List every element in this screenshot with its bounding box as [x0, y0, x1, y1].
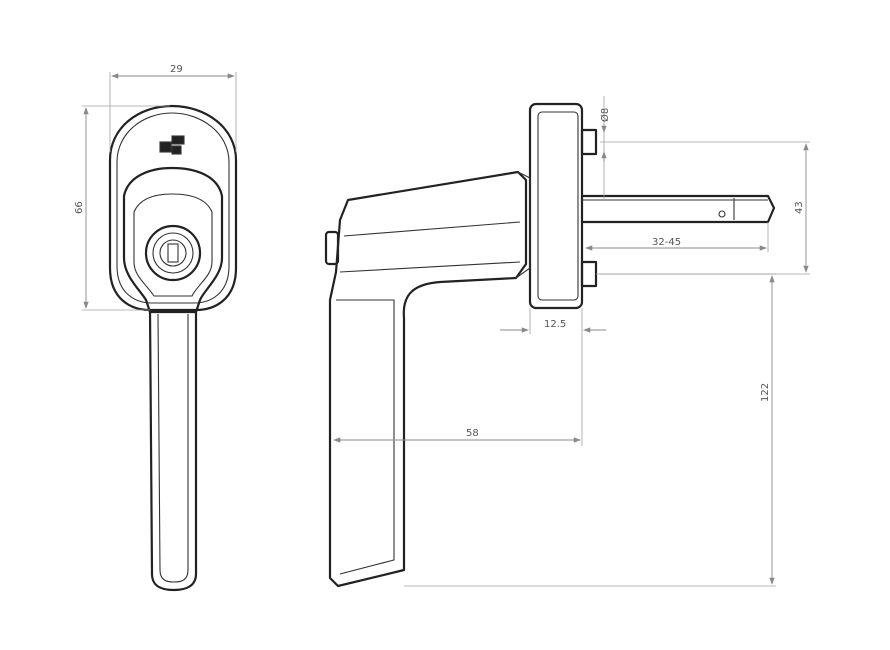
front-rosette-inner [116, 112, 230, 304]
front-lever [148, 308, 198, 592]
lock-cylinder-inner [159, 239, 187, 267]
spindle-length-dimension: 32-45 [585, 222, 769, 252]
total-height-label: 122 [760, 383, 771, 402]
lock-cylinder-outer [144, 224, 202, 282]
lock-cylinder-mid [152, 232, 194, 274]
front-height-dimension: 66 [74, 105, 170, 311]
screw-spacing-dimension: 43 [600, 141, 810, 275]
square-spindle [580, 194, 776, 224]
side-rosette-inner [537, 111, 579, 301]
brand-logo [159, 135, 185, 155]
key-slot [167, 243, 179, 263]
spindle-length-label: 32-45 [652, 237, 681, 248]
front-rosette-outline [108, 104, 238, 312]
front-handle-neck [122, 166, 224, 314]
side-view [324, 102, 776, 588]
side-width-label: 58 [466, 428, 479, 439]
front-width-dimension: 29 [109, 64, 237, 152]
front-lever-inner [157, 313, 189, 583]
bottom-screw [580, 260, 598, 288]
screw-spacing-label: 43 [794, 201, 805, 214]
side-handle-collar [515, 171, 531, 279]
front-width-label: 29 [170, 64, 183, 75]
rosette-depth-label: 12.5 [544, 319, 566, 330]
side-width-dimension: 58 [333, 334, 583, 446]
front-view [108, 104, 238, 592]
rosette-depth-dimension: 12.5 [500, 308, 606, 334]
spindle-diameter-label: Ø8 [599, 108, 611, 122]
front-height-label: 66 [74, 201, 85, 214]
spindle-diameter-dimension: Ø8 [599, 96, 611, 200]
side-handle-body [328, 170, 528, 588]
side-handle-inner [336, 221, 521, 575]
total-height-dimension: 122 [404, 273, 776, 587]
side-button [324, 230, 340, 266]
front-neck-inner [133, 193, 213, 297]
top-screw [580, 128, 598, 156]
